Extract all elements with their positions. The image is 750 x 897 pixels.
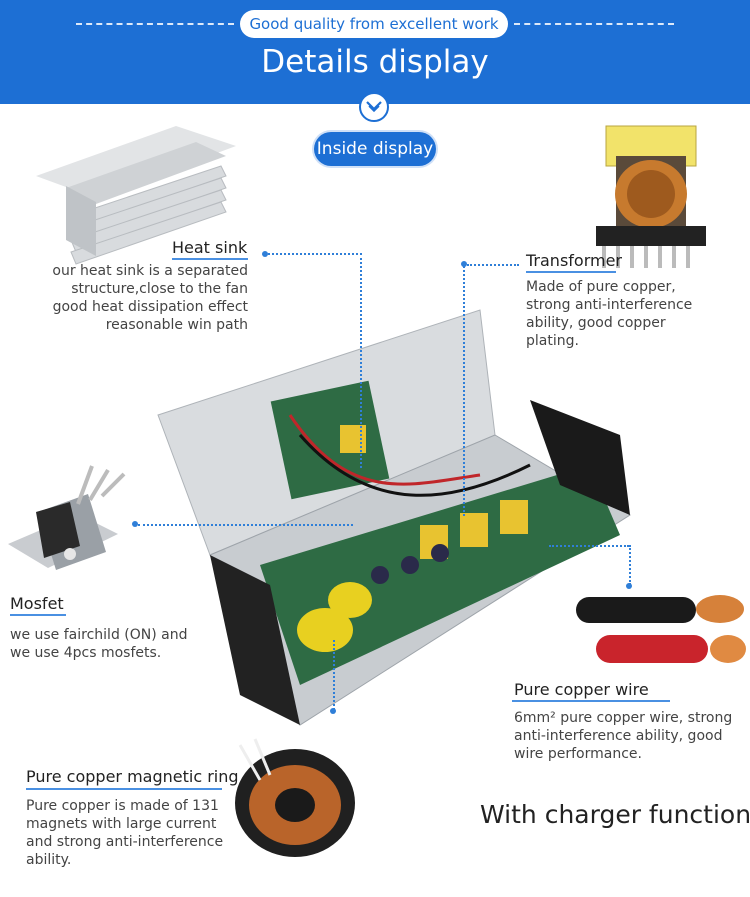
transformer-title: Transformer xyxy=(526,251,623,270)
heat-sink-description: our heat sink is a separated structure,c… xyxy=(52,263,248,333)
copper-wire-dot xyxy=(626,583,632,589)
copper-wire-leader xyxy=(549,545,629,547)
heat-sink-title: Heat sink xyxy=(172,238,248,257)
transformer-image xyxy=(596,125,706,268)
page-title: Details display xyxy=(261,44,489,80)
mosfet-dot xyxy=(132,521,138,527)
header-divider-left xyxy=(76,23,234,25)
mosfet-underline xyxy=(10,614,66,616)
charger-function-caption: With charger function xyxy=(480,800,750,829)
header-divider-right xyxy=(514,23,674,25)
magnetic-ring-underline xyxy=(26,788,222,790)
copper-wire-leader-v xyxy=(629,545,631,585)
copper-wire-image xyxy=(576,595,746,663)
mosfet-leader xyxy=(138,524,353,526)
transformer-underline xyxy=(526,271,616,273)
mosfet-description: we use fairchild (ON) and we use 4pcs mo… xyxy=(10,627,188,661)
inside-display-badge: Inside display xyxy=(314,132,436,166)
inverter-image xyxy=(157,309,631,726)
magnetic-ring-image xyxy=(235,738,355,857)
copper-wire-title: Pure copper wire xyxy=(514,680,649,699)
copper-wire-description: 6mm² pure copper wire, strong anti-inter… xyxy=(514,710,733,762)
mosfet-title: Mosfet xyxy=(10,594,64,613)
copper-wire-underline xyxy=(512,700,670,702)
transformer-leader xyxy=(467,264,519,266)
magnetic-ring-description: Pure copper is made of 131 magnets with … xyxy=(26,798,224,868)
heat-sink-underline xyxy=(172,258,248,260)
heat-sink-dot xyxy=(262,251,268,257)
magnetic-ring-leader-v xyxy=(333,640,335,710)
heat-sink-leader-v xyxy=(360,253,362,468)
transformer-description: Made of pure copper, strong anti-interfe… xyxy=(526,279,693,349)
heat-sink-image xyxy=(36,126,236,265)
chevron-down-icon xyxy=(359,92,389,122)
magnetic-ring-title: Pure copper magnetic ring xyxy=(26,767,239,786)
transformer-leader-v xyxy=(463,266,465,516)
heat-sink-leader xyxy=(268,253,362,255)
mosfet-image xyxy=(8,465,126,570)
transformer-dot xyxy=(461,261,467,267)
header-subtitle: Good quality from excellent work xyxy=(240,10,508,38)
header-banner: Good quality from excellent work Details… xyxy=(0,0,750,104)
magnetic-ring-dot xyxy=(330,708,336,714)
